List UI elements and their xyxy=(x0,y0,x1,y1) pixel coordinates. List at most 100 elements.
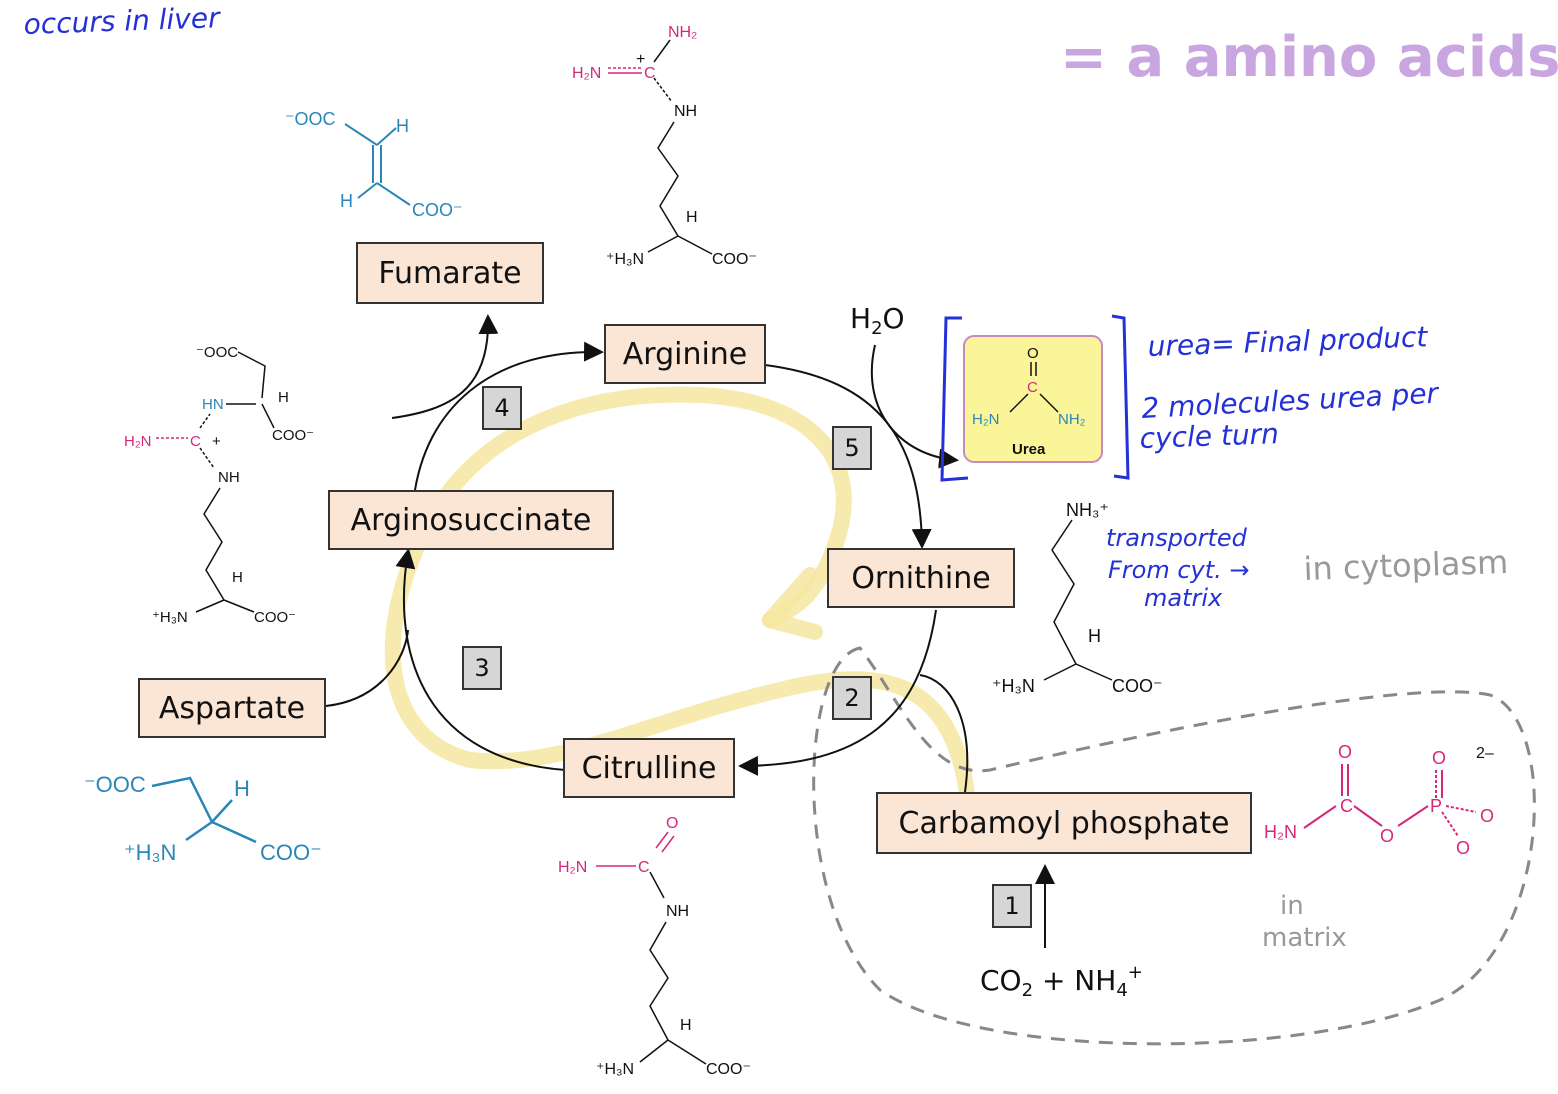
arginine-highlight: Arginine xyxy=(600,336,769,372)
aspartate-box: Aspartate xyxy=(136,678,328,738)
svg-text:H₂N: H₂N xyxy=(572,65,601,82)
urea-box xyxy=(963,335,1103,463)
ornithine-box: Ornithine xyxy=(827,548,1015,608)
svg-text:NH₂: NH₂ xyxy=(1058,411,1086,428)
urea-bracket-right xyxy=(1111,314,1130,480)
step-5: 5 xyxy=(832,426,872,470)
svg-text:⁻OOC: ⁻OOC xyxy=(84,772,146,797)
svg-text:C: C xyxy=(638,859,650,876)
svg-text:C: C xyxy=(644,65,656,82)
arrow-carbamoyl-in xyxy=(919,674,969,793)
arrow-arginosuccinate-to-arginine xyxy=(414,341,604,491)
arrow-to-fumarate xyxy=(391,314,499,419)
arginine-box: Arginine xyxy=(600,324,769,384)
svg-text:O: O xyxy=(1338,742,1352,762)
step-2: 2 xyxy=(832,676,872,720)
svg-text:⁻OOC: ⁻OOC xyxy=(285,109,336,129)
svg-text:C: C xyxy=(190,433,201,450)
svg-text:⁻OOC: ⁻OOC xyxy=(196,344,238,361)
svg-text:O: O xyxy=(666,815,678,832)
note-transported-1: transported xyxy=(1106,524,1248,552)
svg-text:HN: HN xyxy=(202,396,224,413)
svg-text:NH₂: NH₂ xyxy=(668,24,697,41)
svg-text:H: H xyxy=(1088,626,1101,646)
arginosuccinate-structure: ⁻OOC H HN COO⁻ H₂N C + NH H ⁺H₃N COO⁻ xyxy=(124,344,314,626)
svg-text:H: H xyxy=(680,1017,692,1034)
ornithine-structure: NH₃⁺ H ⁺H₃N COO⁻ xyxy=(992,500,1163,696)
svg-text:⁺H₃N: ⁺H₃N xyxy=(124,840,176,865)
note-matrix-1: in xyxy=(1280,891,1304,921)
aspartate-structure: ⁻OOC H ⁺H₃N COO⁻ xyxy=(84,772,322,865)
svg-text:H: H xyxy=(396,116,409,136)
svg-text:H: H xyxy=(340,191,353,211)
svg-text:⁺H₃N: ⁺H₃N xyxy=(596,1061,634,1078)
svg-text:COO⁻: COO⁻ xyxy=(1112,676,1163,696)
step-1: 1 xyxy=(992,884,1032,928)
carbamoyl-phosphate-structure: O C H₂N O O P O O 2– xyxy=(1264,742,1494,858)
arginine-structure: NH₂ H₂N + C NH H ⁺H₃N COO⁻ xyxy=(572,24,757,268)
svg-text:⁺H₃N: ⁺H₃N xyxy=(606,251,644,268)
svg-text:2–: 2– xyxy=(1476,745,1494,762)
svg-text:COO⁻: COO⁻ xyxy=(260,840,322,865)
svg-text:COO⁻: COO⁻ xyxy=(254,609,296,626)
arrow-ornithine-to-citrulline xyxy=(738,609,937,776)
carbamoyl-phosphate-label: Carbamoyl phosphate xyxy=(898,805,1230,841)
carbamoyl-phosphate-box: Carbamoyl phosphate xyxy=(876,792,1252,854)
note-cytoplasm: in cytoplasm xyxy=(1303,543,1509,588)
svg-text:COO⁻: COO⁻ xyxy=(412,200,463,220)
svg-text:H: H xyxy=(232,569,243,586)
svg-text:C: C xyxy=(1340,796,1353,816)
arginosuccinate-label: Arginosuccinate xyxy=(350,502,592,538)
note-urea-count-1: 2 molecules urea per xyxy=(1141,376,1441,425)
svg-text:COO⁻: COO⁻ xyxy=(272,427,314,444)
svg-text:NH: NH xyxy=(666,903,689,920)
citrulline-structure: O H₂N C NH H ⁺H₃N COO⁻ xyxy=(558,815,751,1078)
urea-label: Urea xyxy=(1012,441,1046,458)
arginosuccinate-highlight: Arginosuccinate xyxy=(328,502,613,538)
ornithine-highlight: Ornithine xyxy=(829,560,1014,596)
svg-text:O: O xyxy=(1027,345,1039,362)
urea-bracket-left xyxy=(940,316,969,482)
svg-text:O: O xyxy=(1432,748,1446,768)
svg-text:+: + xyxy=(636,51,645,68)
step-4: 4 xyxy=(482,386,522,430)
ornithine-label: Ornithine xyxy=(851,560,991,596)
svg-text:+: + xyxy=(212,433,221,450)
co2-nh4-label: CO2 + NH4+ xyxy=(980,962,1143,1001)
svg-text:O: O xyxy=(1480,806,1494,826)
citrulline-highlight: Citrulline xyxy=(559,750,739,786)
svg-text:C: C xyxy=(1027,379,1038,396)
note-transported-3: matrix xyxy=(1144,584,1223,612)
arrow-water-to-urea xyxy=(870,344,959,469)
step-3: 3 xyxy=(462,646,502,690)
fumarate-box: Fumarate xyxy=(356,242,544,304)
yellow-arrow-head xyxy=(762,567,823,640)
svg-text:H₂N: H₂N xyxy=(558,859,587,876)
svg-text:P: P xyxy=(1430,796,1442,816)
svg-text:H: H xyxy=(234,776,250,801)
fumarate-structure: ⁻OOC H H COO⁻ xyxy=(285,109,463,220)
urea-structure: O C H₂N NH₂ Urea xyxy=(972,345,1086,458)
note-amino-acids: = a amino acids xyxy=(1060,25,1558,90)
citrulline-box: Citrulline xyxy=(559,738,739,798)
svg-text:COO⁻: COO⁻ xyxy=(706,1061,751,1078)
aspartate-highlight: Aspartate xyxy=(136,690,328,726)
note-transported-2: From cyt. → xyxy=(1108,556,1250,584)
svg-text:H: H xyxy=(686,209,698,226)
svg-text:H₂N: H₂N xyxy=(1264,822,1297,842)
svg-text:O: O xyxy=(1380,826,1394,846)
water-label: H2O xyxy=(850,302,905,339)
svg-text:O: O xyxy=(1456,838,1470,858)
arrow-aspartate-in xyxy=(325,629,409,707)
svg-text:H: H xyxy=(278,389,289,406)
svg-text:⁺H₃N: ⁺H₃N xyxy=(152,609,188,626)
aspartate-label: Aspartate xyxy=(158,690,306,726)
svg-text:H₂N: H₂N xyxy=(124,433,152,450)
note-urea-count-2: cycle turn xyxy=(1139,417,1279,455)
svg-text:⁺H₃N: ⁺H₃N xyxy=(992,676,1035,696)
citrulline-label: Citrulline xyxy=(581,750,717,786)
svg-text:NH: NH xyxy=(674,103,697,120)
arginosuccinate-box: Arginosuccinate xyxy=(328,490,614,550)
arginine-label: Arginine xyxy=(622,336,748,372)
